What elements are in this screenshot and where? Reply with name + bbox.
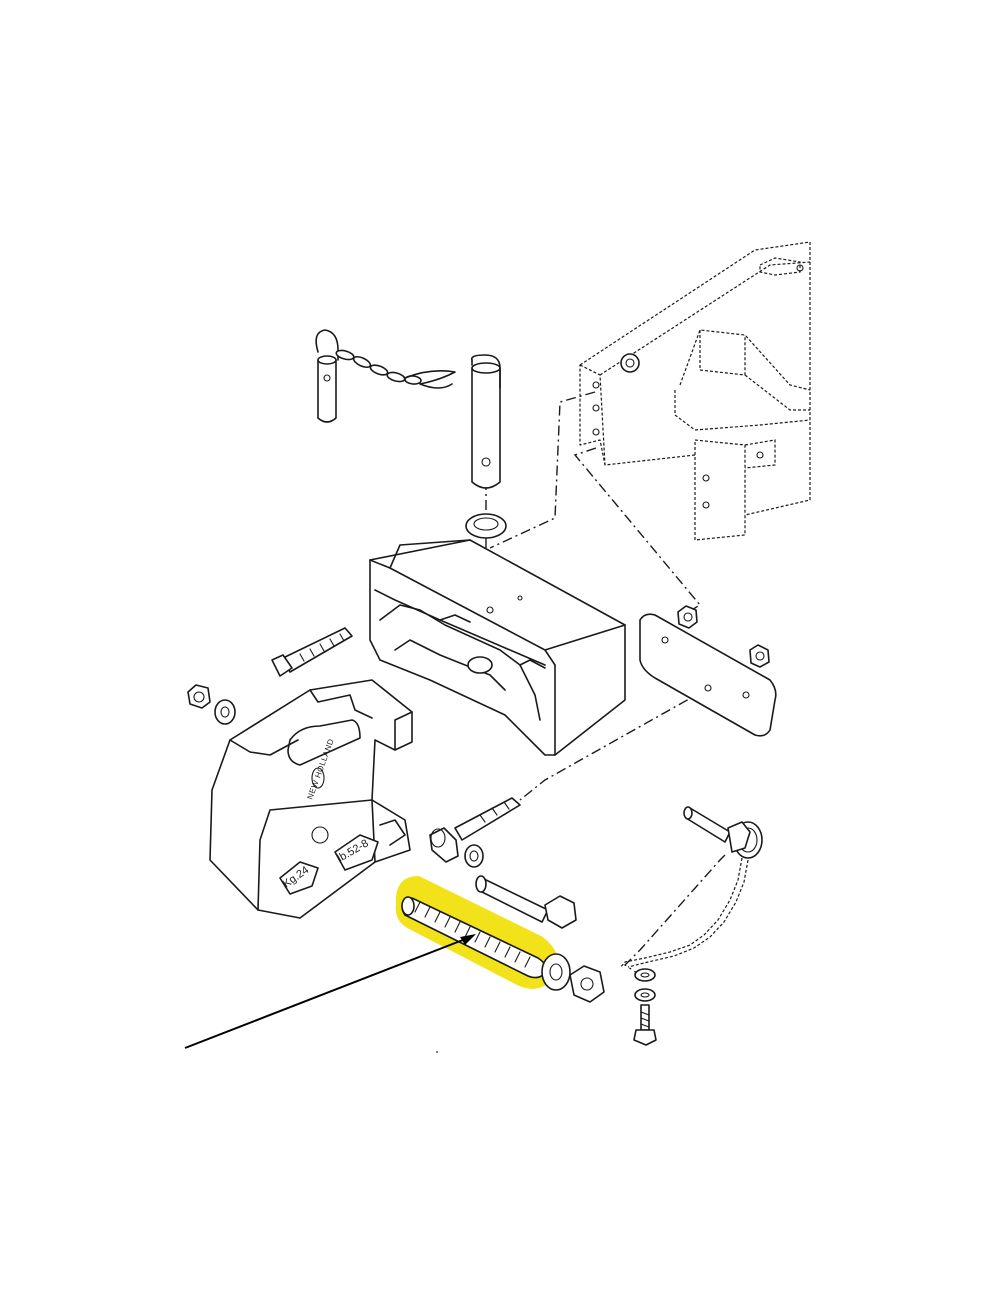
threaded-rod-highlighted — [395, 876, 605, 1003]
left-bolt-set — [187, 627, 353, 725]
ballast-weight: NEW HOLLAND Kg.24 lb.52-8 — [209, 679, 413, 919]
lock-pin-set — [619, 806, 763, 1046]
middle-bolt-set — [429, 797, 521, 868]
scan-dot — [436, 1051, 438, 1053]
leader-arrow — [184, 934, 476, 1049]
pin-set — [315, 329, 507, 539]
side-plate — [639, 605, 777, 737]
long-bolt — [475, 875, 577, 929]
tractor-frame — [579, 241, 811, 541]
weight-carrier — [369, 539, 626, 756]
